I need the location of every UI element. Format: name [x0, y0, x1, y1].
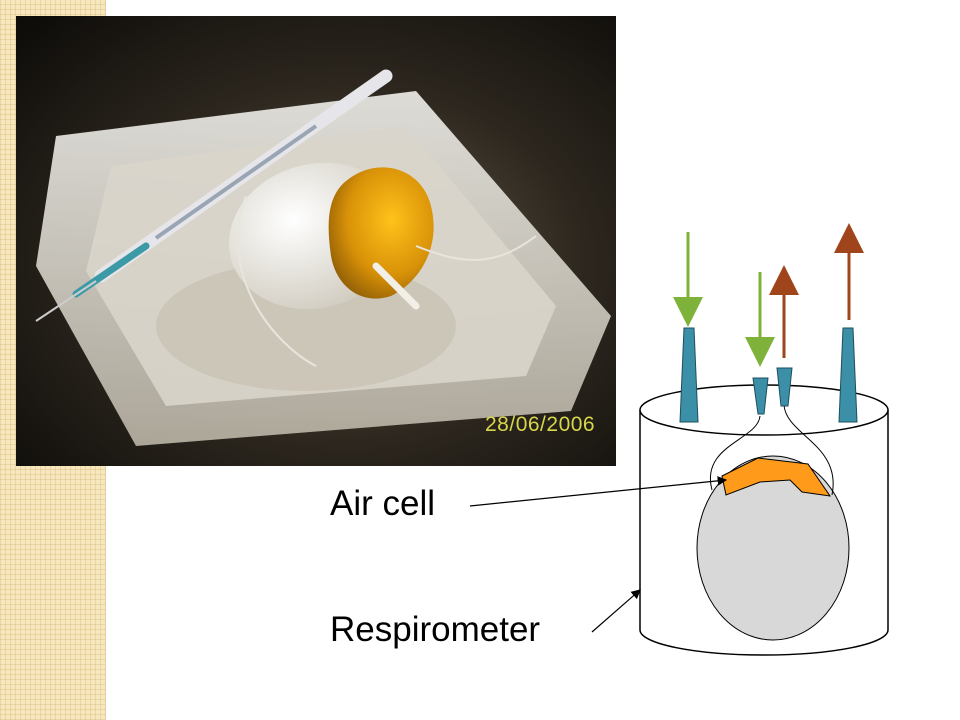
air-cell-label: Air cell [330, 484, 436, 523]
syringe-markings [154, 124, 318, 240]
respirometer-pointer [591, 589, 641, 633]
egg-experiment-photo: 28/06/2006 [16, 16, 616, 466]
photo-date-stamp: 28/06/2006 [485, 413, 596, 436]
tube-line [236, 195, 317, 367]
egg-shape [696, 455, 850, 641]
photo-illustration [16, 16, 616, 466]
tube-right-outer [838, 327, 858, 423]
air-cell-shape [721, 457, 832, 497]
air-cell-pointer [469, 476, 728, 507]
tube-inner-inlet [752, 377, 769, 415]
respirometer-cylinder [639, 384, 889, 656]
funnel-right [783, 404, 834, 496]
tube-line [415, 235, 537, 261]
tube-inner-outlet [776, 367, 793, 407]
wax-patch [328, 167, 434, 299]
respirometer-label: Respirometer [330, 610, 541, 649]
tube [372, 262, 420, 310]
tube-left-outer [679, 327, 699, 423]
syringe-needle [35, 280, 97, 322]
funnel-left [709, 415, 761, 491]
